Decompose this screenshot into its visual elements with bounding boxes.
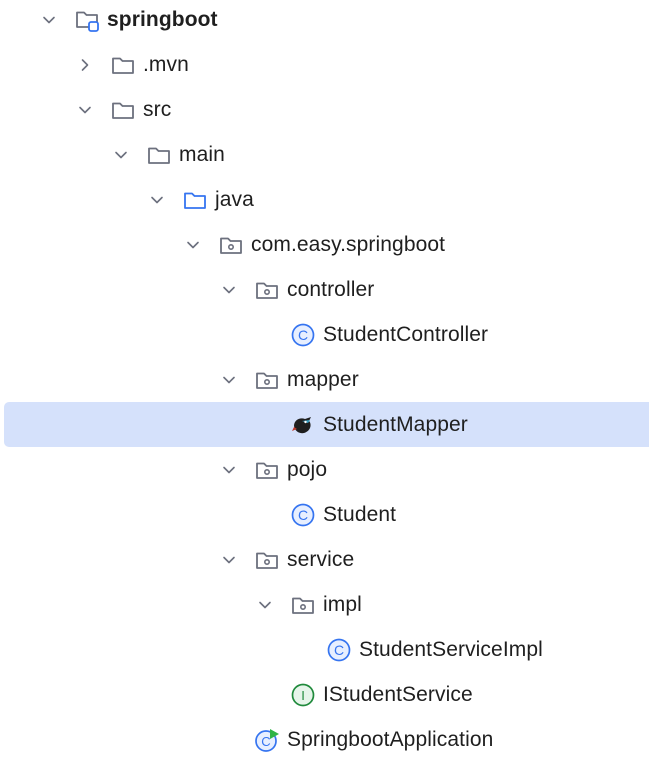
package-icon (290, 592, 316, 618)
chevron-down-icon[interactable] (218, 279, 240, 301)
folder-icon (110, 52, 136, 78)
svg-text:C: C (261, 734, 270, 749)
tree-row[interactable]: C SpringbootApplication (0, 717, 649, 762)
tree-item-label: IStudentService (323, 682, 473, 706)
tree-row[interactable]: src (0, 87, 649, 132)
chevron-right-icon[interactable] (74, 54, 96, 76)
tree-item-label: pojo (287, 457, 328, 481)
chevron-down-icon[interactable] (146, 189, 168, 211)
tree-row[interactable]: mapper (0, 357, 649, 402)
mybatis-bird-icon (290, 412, 316, 438)
class-icon: C (290, 322, 316, 348)
svg-text:C: C (298, 327, 308, 343)
tree-item-label: .mvn (143, 52, 189, 76)
tree-item-label: main (179, 142, 225, 166)
tree-item-label: Student (323, 502, 397, 526)
tree-item-label: controller (287, 277, 375, 301)
tree-row[interactable]: StudentMapper (4, 402, 649, 447)
svg-text:I: I (301, 688, 305, 703)
package-icon (254, 457, 280, 483)
tree-row[interactable]: pojo (0, 447, 649, 492)
tree-item-label: StudentMapper (323, 412, 468, 436)
package-icon (254, 367, 280, 393)
tree-row[interactable]: com.easy.springboot (0, 222, 649, 267)
tree-row[interactable]: I IStudentService (0, 672, 649, 717)
folder-icon (146, 142, 172, 168)
tree-item-label: SpringbootApplication (287, 727, 494, 751)
tree-item-label: service (287, 547, 355, 571)
class-icon: C (326, 637, 352, 663)
chevron-down-icon[interactable] (38, 9, 60, 31)
chevron-down-icon[interactable] (182, 234, 204, 256)
tree-row[interactable]: java (0, 177, 649, 222)
chevron-down-icon[interactable] (218, 549, 240, 571)
chevron-down-icon[interactable] (218, 459, 240, 481)
chevron-down-icon[interactable] (74, 99, 96, 121)
svg-text:C: C (334, 642, 344, 658)
chevron-down-icon[interactable] (218, 369, 240, 391)
chevron-down-icon[interactable] (254, 594, 276, 616)
tree-item-label: com.easy.springboot (251, 232, 446, 256)
package-icon (254, 277, 280, 303)
tree-item-label: mapper (287, 367, 359, 391)
tree-row[interactable]: main (0, 132, 649, 177)
tree-item-label: java (215, 187, 254, 211)
module-folder-icon (74, 7, 100, 33)
tree-item-label: StudentController (323, 322, 489, 346)
svg-text:C: C (298, 507, 308, 523)
tree-row[interactable]: C StudentServiceImpl (0, 627, 649, 672)
source-folder-icon (182, 187, 208, 213)
package-icon (218, 232, 244, 258)
tree-item-label: src (143, 97, 172, 121)
tree-row[interactable]: service (0, 537, 649, 582)
tree-row[interactable]: .mvn (0, 42, 649, 87)
tree-row[interactable]: springboot (0, 0, 649, 42)
folder-icon (110, 97, 136, 123)
interface-icon: I (290, 682, 316, 708)
spring-boot-class-icon: C (254, 727, 280, 753)
chevron-down-icon[interactable] (110, 144, 132, 166)
tree-item-label: StudentServiceImpl (359, 637, 543, 661)
tree-row[interactable]: controller (0, 267, 649, 312)
tree-row[interactable]: C Student (0, 492, 649, 537)
tree-row[interactable]: C StudentController (0, 312, 649, 357)
package-icon (254, 547, 280, 573)
tree-item-label: springboot (107, 7, 218, 31)
tree-row[interactable]: impl (0, 582, 649, 627)
tree-item-label: impl (323, 592, 362, 616)
class-icon: C (290, 502, 316, 528)
